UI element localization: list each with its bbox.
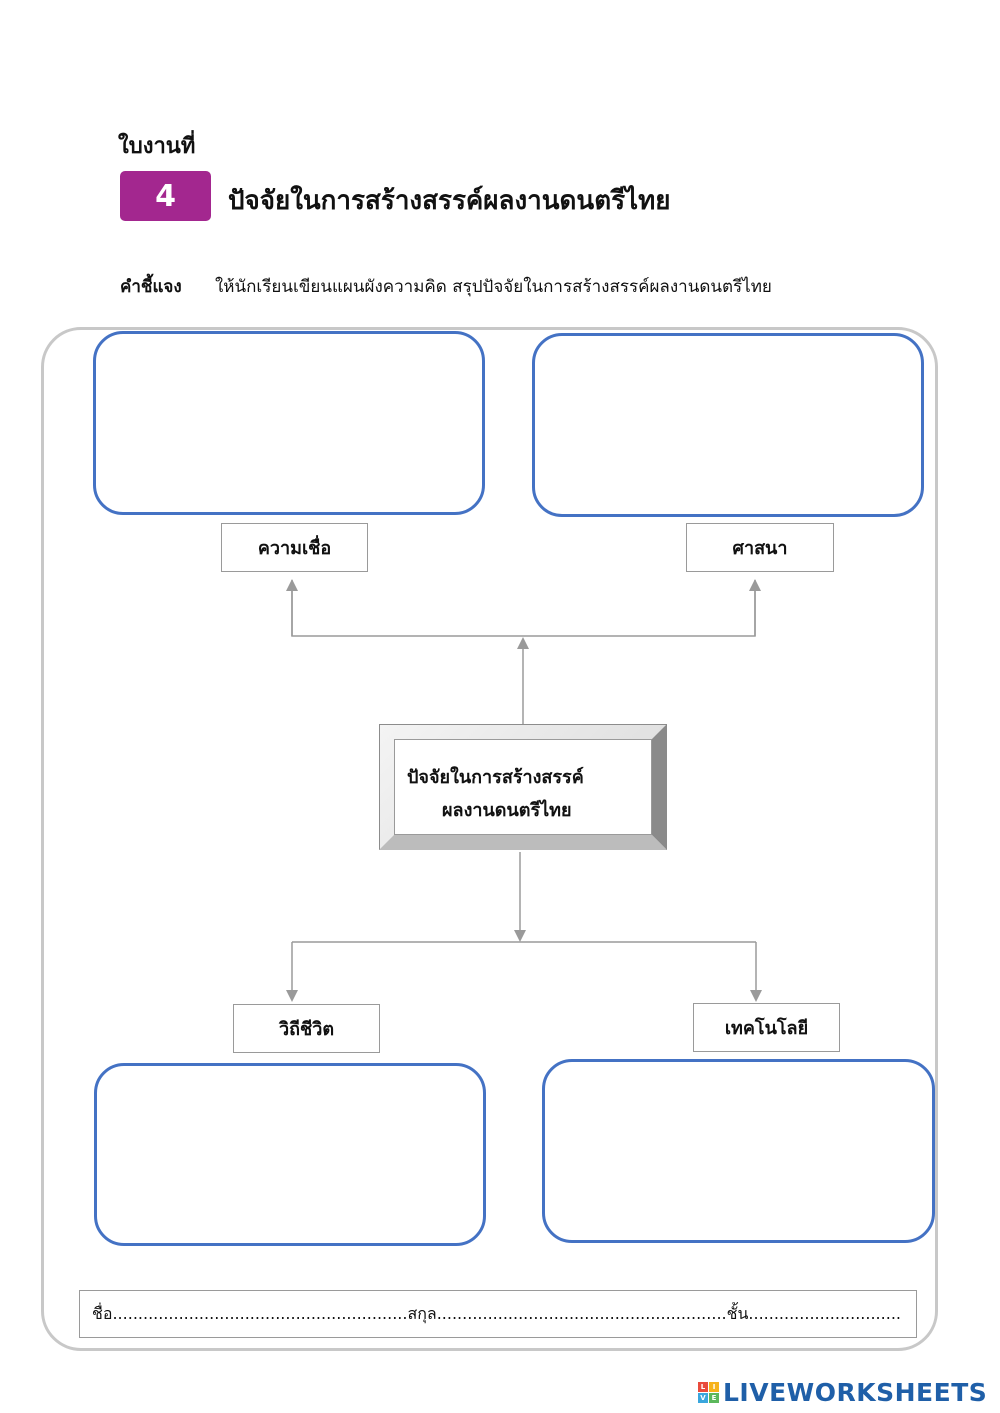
liveworksheets-logo: L I V E LIVEWORKSHEETS [698,1378,987,1407]
instructions-label: คำชี้แจง [120,277,182,297]
mindmap-frame [41,327,938,1351]
label-technology: เทคโนโลยี [693,1003,840,1052]
student-info-field[interactable]: ชื่อ....................................… [79,1290,917,1338]
liveworksheets-logo-icon: L I V E [698,1382,719,1403]
answer-box-bottom-left[interactable] [94,1063,486,1246]
answer-box-bottom-right[interactable] [542,1059,935,1243]
label-beliefs: ความเชื่อ [221,523,368,572]
worksheet-title: ปัจจัยในการสร้างสรรค์ผลงานดนตรีไทย [228,186,671,216]
instructions-text: ให้นักเรียนเขียนแผนผังความคิด สรุปปัจจัย… [215,277,772,297]
answer-box-top-right[interactable] [532,333,924,517]
center-topic-line1: ปัจจัยในการสร้างสรรค์ [407,767,584,788]
sheet-label: ใบงานที่ [118,134,196,159]
center-bevel-bottom [379,835,667,850]
worksheet-number-badge: 4 [120,171,211,221]
liveworksheets-wordmark: LIVEWORKSHEETS [723,1378,988,1407]
center-topic-line2: ผลงานดนตรีไทย [442,800,572,821]
center-bevel-right [652,724,667,850]
label-way-of-life: วิถีชีวิต [233,1004,380,1053]
center-topic-box [394,739,652,835]
label-religion: ศาสนา [686,523,834,572]
student-info-text: ชื่อ....................................… [92,1303,901,1323]
answer-box-top-left[interactable] [93,331,485,515]
